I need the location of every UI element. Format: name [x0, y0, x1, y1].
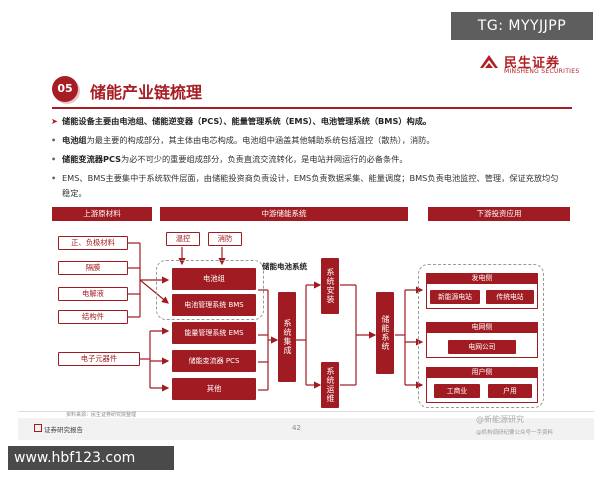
bullet-text: 为最主要的构成部分，其主体由电芯构成。电池组中涵盖其他辅助系统包括温控（散热），…	[86, 135, 435, 145]
page-title: 储能产业链梳理	[90, 83, 203, 102]
system-installation: 系统安装	[321, 258, 339, 314]
telegram-watermark: TG: MYYJJPP	[451, 12, 593, 40]
bullet-lead: 储能设备主要由电池组、储能逆变器（PCS）、能量管理系统（EMS）、电池管理系统…	[62, 116, 432, 126]
brand-logo: 民生证券 MINSHENG SECURITIES	[478, 50, 593, 78]
section-number-badge: 05	[52, 76, 78, 102]
bullet-item: • 电池组为最主要的构成部分，其主体由电芯构成。电池组中涵盖其他辅助系统包括温控…	[50, 133, 560, 148]
mid-battery-pack: 电池组	[172, 268, 256, 290]
grid-company: 电网公司	[448, 340, 516, 354]
bullet-item: • EMS、BMS主要集中于系统软件层面，由储能投资商负责设计，EMS负责数据采…	[50, 171, 560, 201]
footer-watermark-sub: @机构调研纪要公众号一手资料	[476, 430, 554, 436]
gen-side-header: 发电侧	[426, 273, 538, 284]
book-icon	[34, 424, 42, 432]
bullet-lead: 储能变流器PCS	[62, 154, 121, 164]
bullet-item: • 储能变流器PCS为必不可少的重要组成部分，负责直流交流转化，是电站并网运行的…	[50, 152, 560, 167]
dot-bullet-icon: •	[51, 154, 57, 164]
system-operations: 系统运维	[321, 362, 339, 408]
bullet-text: 为必不可少的重要组成部分，负责直流交流转化，是电站并网运行的必备条件。	[121, 154, 408, 164]
battery-system-label: 储能电池系统	[262, 262, 307, 271]
storage-system: 储能系统	[376, 292, 394, 374]
footer-bar	[18, 418, 594, 440]
upstream-electrolyte: 电解液	[58, 287, 128, 301]
user-commercial: 工商业	[434, 384, 480, 398]
logo-en: MINSHENG SECURITIES	[504, 68, 580, 75]
page-number: 42	[292, 424, 301, 432]
user-residential: 户用	[488, 384, 532, 398]
aux-fire-protection: 消防	[208, 232, 242, 246]
mid-pcs: 储能变流器 PCS	[172, 350, 256, 372]
mid-bms: 电池管理系统 BMS	[172, 294, 256, 316]
user-side-header: 用户侧	[426, 367, 538, 378]
footer-watermark: @新能源研究	[476, 415, 524, 424]
bullet-text: EMS、BMS主要集中于系统软件层面，由储能投资商负责设计，EMS负责数据采集、…	[62, 173, 559, 198]
upstream-structural-parts: 结构件	[58, 310, 128, 324]
gen-new-energy-plant: 新能源电站	[430, 290, 480, 304]
grid-side-header: 电网侧	[426, 322, 538, 333]
bullet-item: ➤ 储能设备主要由电池组、储能逆变器（PCS）、能量管理系统（EMS）、电池管理…	[50, 114, 560, 129]
upstream-electronic-components: 电子元器件	[58, 352, 140, 366]
aux-temperature-control: 温控	[166, 232, 200, 246]
mid-other: 其他	[172, 378, 256, 400]
battery-system-group	[156, 260, 264, 320]
minsheng-logo-icon	[480, 55, 498, 68]
source-note: 资料来源：民生证券研究院整理	[66, 412, 137, 418]
dot-bullet-icon: •	[51, 173, 57, 183]
upstream-separator: 隔膜	[58, 261, 128, 275]
url-watermark: www.hbf123.com	[8, 446, 174, 470]
footer-report-label: 证券研究报告	[44, 426, 83, 434]
bullet-lead: 电池组	[62, 135, 87, 145]
logo-cn: 民生证券	[504, 56, 561, 71]
dot-bullet-icon: •	[51, 135, 57, 145]
title-divider	[52, 107, 572, 109]
arrow-bullet-icon: ➤	[51, 116, 58, 126]
stage-downstream: 下游投资应用	[428, 207, 570, 221]
upstream-electrode-materials: 正、负极材料	[58, 236, 128, 250]
mid-ems: 能量管理系统 EMS	[172, 322, 256, 344]
system-integration: 系统集成	[278, 292, 296, 382]
gen-traditional-plant: 传统电站	[486, 290, 534, 304]
footer-divider	[18, 411, 594, 412]
bullet-list: ➤ 储能设备主要由电池组、储能逆变器（PCS）、能量管理系统（EMS）、电池管理…	[50, 114, 560, 205]
downstream-group	[418, 264, 544, 408]
stage-midstream: 中游储能系统	[160, 207, 408, 221]
stage-upstream: 上游原材料	[52, 207, 152, 221]
